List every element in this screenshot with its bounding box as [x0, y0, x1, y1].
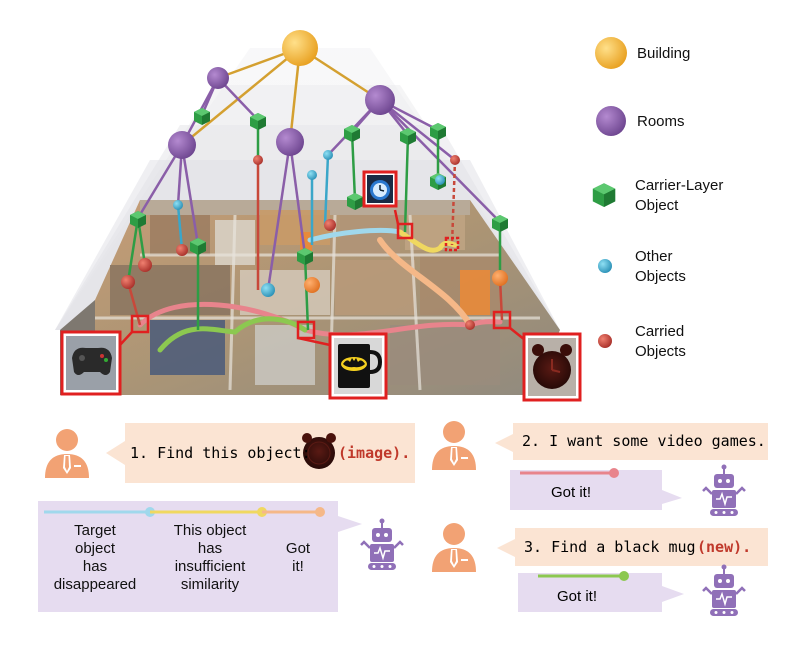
legend-rooms-label: Rooms	[637, 113, 685, 130]
reply-1-col-2: This object has insufficient similarity	[173, 522, 247, 593]
robot-icon	[701, 563, 747, 618]
legend-other-label-2: Objects	[635, 268, 686, 285]
legend-carried-label-1: Carried	[635, 323, 685, 340]
query-3-prefix: 3. Find a black mug	[524, 538, 696, 556]
alarm-clock-inline-icon	[302, 433, 336, 469]
graph-nodes	[121, 30, 508, 330]
legend-carried-label-2: Objects	[635, 343, 686, 360]
person-icon	[432, 523, 476, 572]
room-node	[207, 67, 229, 89]
legend-room-marker	[596, 106, 626, 136]
legend-other-marker	[598, 259, 612, 273]
legend-building-label: Building	[637, 45, 691, 62]
batman-mug-thumbnail	[328, 332, 388, 400]
reply-1-col-3: Got it!	[285, 540, 311, 575]
legend-carrier-label-1: Carrier-Layer	[635, 177, 724, 194]
query-1-prefix: 1. Find this object:	[130, 444, 311, 462]
game-controller-thumbnail	[60, 330, 122, 396]
legend-other-label-1: Other	[635, 248, 673, 265]
query-1-suffix: (image).	[338, 444, 411, 462]
robot-icon	[359, 517, 405, 572]
query-2: 2. I want some video games.	[522, 432, 766, 450]
reply-1-col-1: Target object has disappeared	[53, 522, 137, 593]
room-node	[168, 131, 196, 159]
legend-carried-marker	[598, 334, 612, 348]
reply-3: Got it!	[557, 588, 598, 605]
room-node	[365, 85, 395, 115]
legend-carrier-marker	[592, 183, 616, 207]
legend-markers	[592, 37, 627, 348]
reply-2: Got it!	[551, 484, 592, 501]
room-node	[276, 128, 304, 156]
alarm-clock-thumbnail	[522, 332, 582, 402]
legend-carrier-label-2: Object	[635, 197, 679, 214]
robot-icon	[701, 463, 747, 518]
legend-building-marker	[595, 37, 627, 69]
person-icon	[45, 429, 89, 478]
query-3-suffix: (new).	[697, 538, 752, 556]
blue-alarm-clock-thumbnail	[362, 170, 398, 208]
person-icon	[432, 421, 476, 470]
dialog-shapes	[38, 423, 768, 612]
building-node	[282, 30, 318, 66]
highlights	[119, 209, 526, 347]
